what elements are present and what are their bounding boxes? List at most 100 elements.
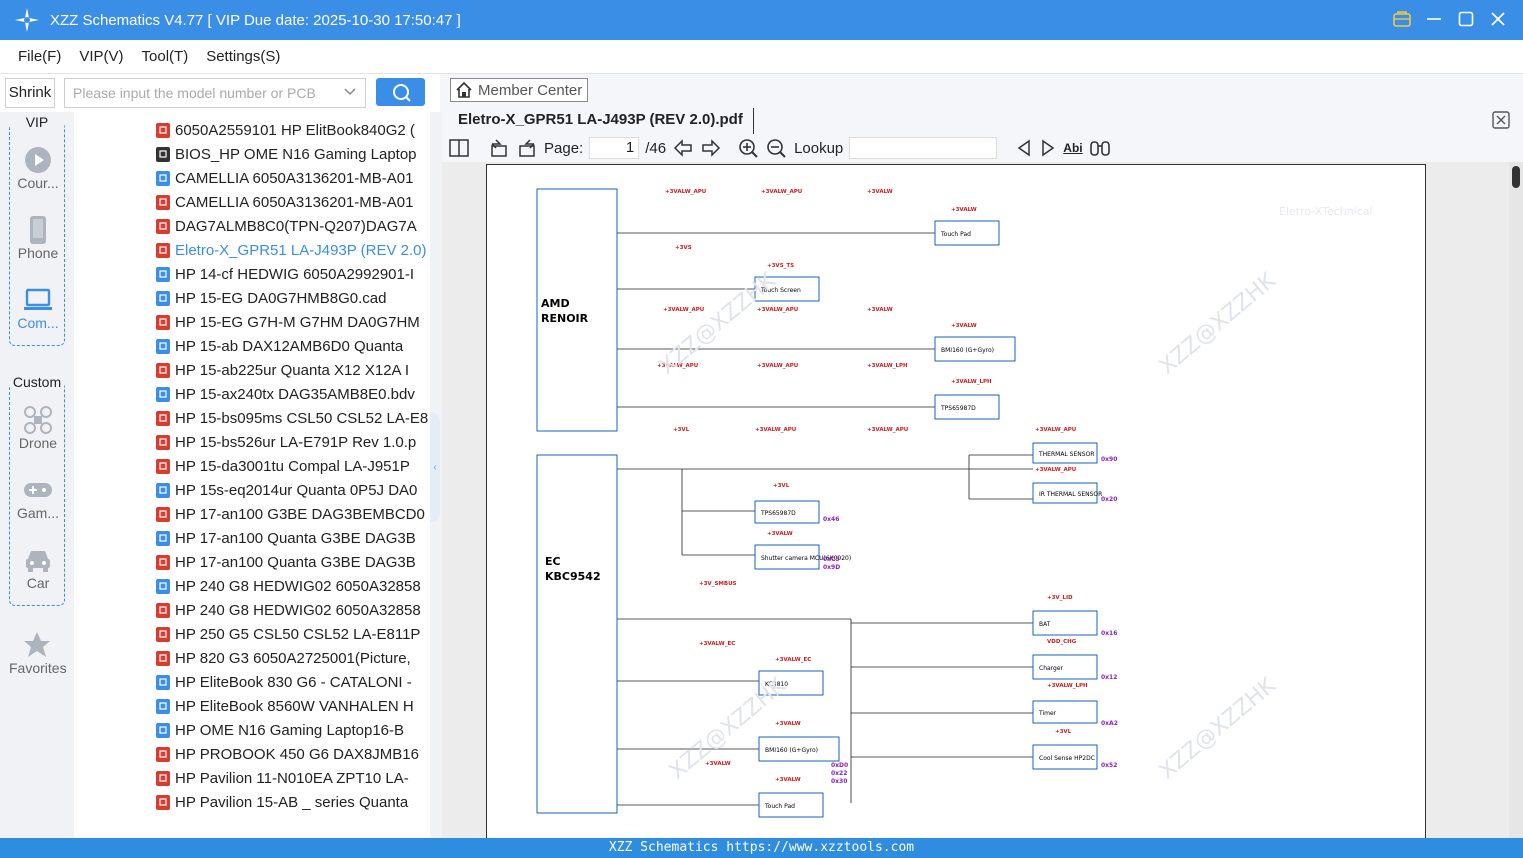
vip-group: VIP Cour... Phone Com...	[9, 114, 66, 346]
power-rail-label: +3VL	[773, 483, 790, 489]
rotate-right-icon[interactable]	[516, 138, 538, 158]
search-button[interactable]	[376, 78, 425, 106]
minimize-icon[interactable]	[1423, 8, 1445, 30]
viewer-scroll-thumb[interactable]	[1512, 166, 1520, 188]
file-list-item[interactable]: 6050A2559101 HP ElitBook840G2 (	[156, 118, 415, 142]
file-list-item[interactable]: HP 17-an100 Quanta G3BE DAG3B	[156, 526, 416, 550]
watermark-text: Eletro-XTechnical	[1279, 205, 1373, 218]
file-list-item[interactable]: HP 15-ax240tx DAG35AMB8E0.bdv	[156, 382, 415, 406]
file-list-item[interactable]: CAMELLIA 6050A3136201-MB-A01	[156, 190, 413, 214]
schematic-block-label: Touch Screen	[760, 287, 801, 294]
binoculars-icon[interactable]	[1089, 138, 1111, 158]
prev-page-icon[interactable]	[672, 138, 694, 158]
file-list-item[interactable]: HP 15s-eq2014ur Quanta 0P5J DA0	[156, 478, 417, 502]
title-bar: XZZ Schematics V4.77 [ VIP Due date: 202…	[0, 0, 1523, 40]
file-name: HP 17-an100 Quanta G3BE DAG3B	[175, 529, 416, 547]
power-rail-label: +3VALW_APU	[1035, 427, 1076, 433]
find-next-icon[interactable]	[1039, 138, 1057, 158]
viewer-scrollbar[interactable]	[1509, 162, 1523, 838]
shrink-button[interactable]: Shrink	[5, 78, 55, 108]
zoom-in-icon[interactable]	[738, 138, 760, 158]
pdf-file-icon	[156, 770, 170, 786]
nav-phone[interactable]: Phone	[10, 215, 66, 261]
file-list-item[interactable]: HP 15-bs526ur LA-E791P Rev 1.0.p	[156, 430, 416, 454]
file-name: HP 15s-eq2014ur Quanta 0P5J DA0	[175, 481, 418, 499]
model-search-input[interactable]: Please input the model number or PCB	[64, 78, 366, 108]
file-list-item[interactable]: HP 15-bs095ms CSL50 CSL52 LA-E8	[156, 406, 428, 430]
file-list-item[interactable]: HP 250 G5 CSL50 CSL52 LA-E811P	[156, 622, 420, 646]
file-name: BIOS_HP OME N16 Gaming Laptop	[175, 145, 417, 163]
pdf-file-icon	[156, 218, 170, 234]
file-list-item[interactable]: HP Pavilion 11-N010EA ZPT10 LA-	[156, 766, 409, 790]
nav-computer-label: Com...	[17, 315, 59, 331]
close-icon[interactable]	[1487, 8, 1509, 30]
nav-favorites[interactable]: Favorites	[9, 630, 67, 676]
file-list-item[interactable]: HP 240 G8 HEDWIG02 6050A32858	[156, 574, 421, 598]
file-name: CAMELLIA 6050A3136201-MB-A01	[175, 193, 414, 211]
file-list-item[interactable]: HP PROBOOK 450 G6 DAX8JMB16	[156, 742, 419, 766]
document-tab[interactable]: Eletro-X_GPR51 LA-J493P (REV 2.0).pdf	[450, 108, 754, 134]
file-list-item[interactable]: HP 15-ab DAX12AMB6D0 Quanta	[156, 334, 406, 358]
pdf-file-icon	[156, 794, 170, 810]
menu-vip[interactable]: VIP(V)	[79, 48, 124, 65]
panel-divider[interactable]: ‹	[430, 112, 442, 838]
file-list-item[interactable]: CAMELLIA 6050A3136201-MB-A01	[156, 166, 413, 190]
file-list-item[interactable]: HP OME N16 Gaming Laptop16-B	[156, 718, 406, 742]
find-prev-icon[interactable]	[1015, 138, 1033, 158]
schematic-block-label: BMI160 (G+Gyro)	[941, 347, 994, 354]
zoom-out-icon[interactable]	[766, 138, 788, 158]
file-list-item[interactable]: HP 240 G8 HEDWIG02 6050A32858	[156, 598, 421, 622]
search-placeholder: Please input the model number or PCB	[73, 85, 316, 101]
chevron-down-icon[interactable]	[343, 81, 357, 112]
file-list-item[interactable]: HP Pavilion 15-AB _ series Quanta	[156, 790, 408, 814]
power-rail-label: +3VS	[675, 245, 692, 251]
file-list-item[interactable]: HP 17-an100 G3BE DAG3BEMBCD0	[156, 502, 425, 526]
pdf-file-icon	[156, 746, 170, 762]
file-list-item[interactable]: HP EliteBook 8560W VANHALEN H	[156, 694, 414, 718]
nav-car[interactable]: Car	[10, 545, 66, 591]
watermark-2: XZZ@XZZHK	[1155, 268, 1281, 380]
vip-crown-icon[interactable]	[1391, 8, 1413, 30]
close-document-icon[interactable]	[1491, 110, 1511, 135]
cad-file-icon	[156, 266, 170, 282]
file-list-item[interactable]: HP 15-EG G7H-M G7HM DA0G7HM	[156, 310, 420, 334]
rotate-left-icon[interactable]	[488, 138, 510, 158]
sidebar-toggle-icon[interactable]	[448, 138, 470, 158]
file-list-item[interactable]: HP 15-EG DA0G7HMB8G0.cad	[156, 286, 406, 310]
power-rail-label: +3VALW	[767, 531, 793, 537]
menu-file[interactable]: File(F)	[18, 48, 62, 65]
menu-settings[interactable]: Settings(S)	[206, 48, 281, 65]
file-list-item[interactable]: HP 15-ab225ur Quanta X12 X12A I	[156, 358, 409, 382]
file-list-item[interactable]: HP 17-an100 Quanta G3BE DAG3B	[156, 550, 416, 574]
file-list-item[interactable]: HP 14-cf HEDWIG 6050A2992901-I	[156, 262, 414, 286]
gamepad-icon	[10, 475, 66, 505]
nav-drone[interactable]: Drone	[10, 405, 66, 451]
pdf-file-icon	[156, 122, 170, 138]
power-rail-label: +3VALW	[705, 761, 731, 767]
file-list-item[interactable]: DAG7ALMB8C0(TPN-Q207)DAG7A	[156, 214, 417, 238]
page-number-input[interactable]: 1	[589, 137, 640, 159]
nav-courses[interactable]: Cour...	[10, 145, 66, 191]
menu-tool[interactable]: Tool(T)	[141, 48, 189, 65]
file-list-item[interactable]: Eletro-X_GPR51 LA-J493P (REV 2.0)	[156, 238, 427, 262]
custom-group: Custom Drone Gam... Car	[9, 374, 66, 606]
file-list-item[interactable]: BIOS_HP OME N16 Gaming Laptop	[156, 142, 417, 166]
schematic-block: THERMAL SENSOR	[1032, 442, 1098, 464]
next-page-icon[interactable]	[700, 138, 722, 158]
i2c-address-label: 0x9D	[823, 564, 840, 571]
file-list-item[interactable]: HP EliteBook 830 G6 - CATALONI -	[156, 670, 412, 694]
file-list-item[interactable]: HP 820 G3 6050A2725001(Picture,	[156, 646, 411, 670]
match-case-button[interactable]: Abi	[1063, 141, 1083, 155]
lookup-input[interactable]	[849, 137, 998, 159]
play-icon	[10, 145, 66, 175]
member-center-button[interactable]: Member Center	[450, 78, 588, 102]
collapse-handle[interactable]: ‹	[430, 412, 440, 522]
file-name: HP PROBOOK 450 G6 DAX8JMB16	[175, 745, 419, 763]
maximize-icon[interactable]	[1455, 8, 1477, 30]
nav-games[interactable]: Gam...	[10, 475, 66, 521]
schematic-block: KC3810	[758, 670, 824, 696]
nav-computer[interactable]: Com...	[10, 285, 66, 331]
file-name: HP 15-ab DAX12AMB6D0 Quanta	[175, 337, 404, 355]
file-list-item[interactable]: HP 15-da3001tu Compal LA-J951P	[156, 454, 410, 478]
